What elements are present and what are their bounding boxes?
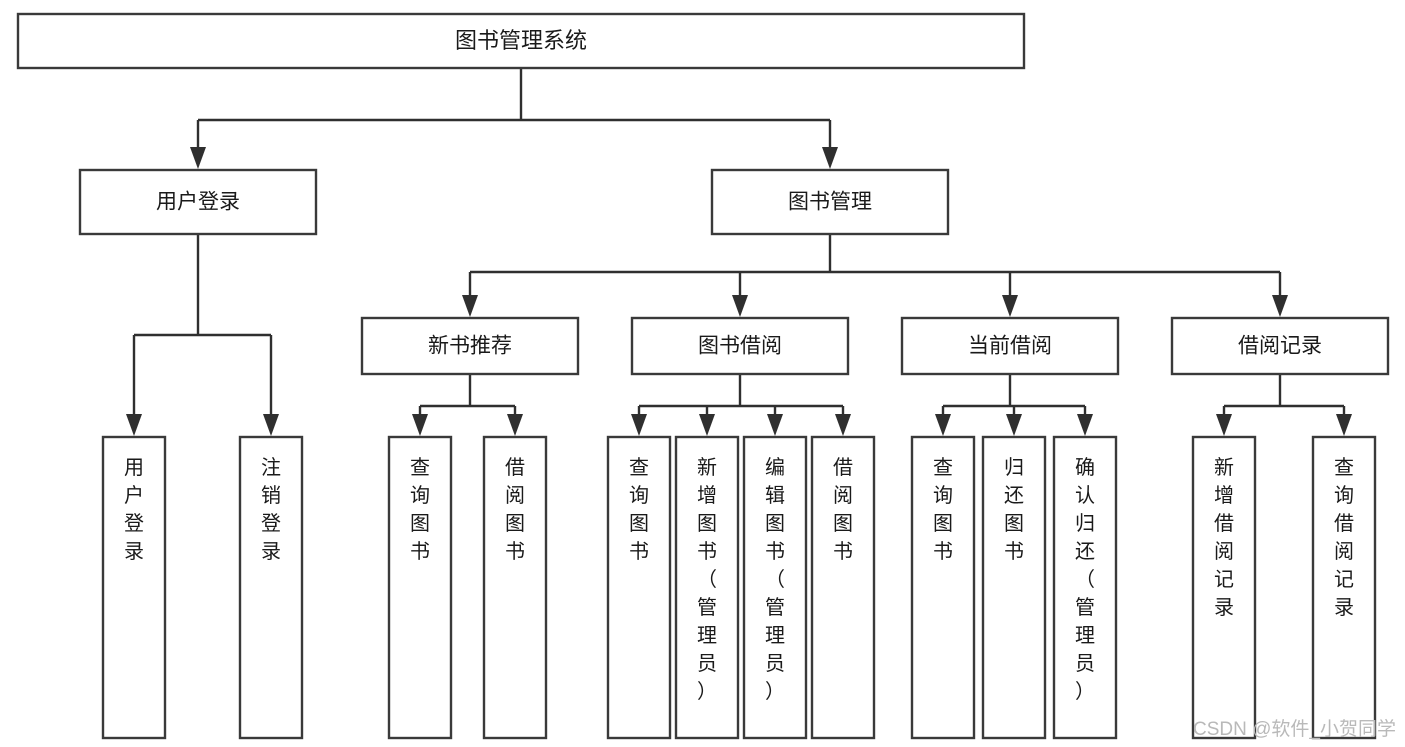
arrow-head-icon (462, 295, 478, 317)
node-label-leaf-add-record: 新增借阅记录 (1214, 456, 1234, 619)
node-borrow-record[interactable]: 借阅记录 (1170, 316, 1390, 376)
node-label-leaf-edit-book: 编辑图书（管理员） (765, 456, 785, 703)
arrow-head-icon (263, 414, 279, 436)
node-book-borrow[interactable]: 图书借阅 (630, 316, 850, 376)
node-label-leaf-confirm-return: 确认归还（管理员） (1075, 456, 1095, 703)
arrow-head-icon (631, 414, 647, 436)
node-leaf-query-book-2[interactable]: 查询图书 (606, 435, 672, 740)
node-leaf-query-book-3[interactable]: 查询图书 (910, 435, 976, 740)
arrow-head-icon (1002, 295, 1018, 317)
node-box-current-borrow[interactable] (900, 316, 1120, 376)
node-user-login[interactable]: 用户登录 (78, 168, 318, 236)
node-leaf-borrow-book-1[interactable]: 借阅图书 (482, 435, 548, 740)
node-box-user-login[interactable] (78, 168, 318, 236)
node-current-borrow[interactable]: 当前借阅 (900, 316, 1120, 376)
node-label-leaf-query-book-1: 查询图书 (410, 456, 430, 563)
node-box-leaf-return-book[interactable] (981, 435, 1047, 740)
arrow-head-icon (507, 414, 523, 436)
arrow-head-icon (1272, 295, 1288, 317)
arrow-head-icon (935, 414, 951, 436)
node-root[interactable]: 图书管理系统 (16, 12, 1026, 70)
arrow-head-icon (1216, 414, 1232, 436)
node-layer: 图书管理系统用户登录图书管理新书推荐图书借阅当前借阅借阅记录用户登录注销登录查询… (16, 12, 1390, 740)
node-box-leaf-query-book-1[interactable] (387, 435, 453, 740)
arrow-head-icon (1336, 414, 1352, 436)
node-box-borrow-record[interactable] (1170, 316, 1390, 376)
node-label-root: 图书管理系统 (455, 28, 587, 53)
node-leaf-borrow-book-2[interactable]: 借阅图书 (810, 435, 876, 740)
arrow-head-icon (835, 414, 851, 436)
node-leaf-query-record[interactable]: 查询借阅记录 (1311, 435, 1377, 740)
arrow-head-icon (190, 147, 206, 169)
node-label-leaf-return-book: 归还图书 (1004, 456, 1024, 563)
arrow-head-icon (412, 414, 428, 436)
node-box-book-manage[interactable] (710, 168, 950, 236)
arrow-head-icon (126, 414, 142, 436)
node-box-leaf-logout[interactable] (238, 435, 304, 740)
node-label-leaf-add-book: 新增图书（管理员） (697, 456, 717, 703)
node-label-new-book-rec: 新书推荐 (428, 335, 512, 358)
node-label-borrow-record: 借阅记录 (1238, 335, 1322, 358)
node-box-leaf-add-record[interactable] (1191, 435, 1257, 740)
node-box-leaf-borrow-book-1[interactable] (482, 435, 548, 740)
node-label-leaf-borrow-book-2: 借阅图书 (833, 456, 853, 563)
node-box-new-book-rec[interactable] (360, 316, 580, 376)
node-box-leaf-borrow-book-2[interactable] (810, 435, 876, 740)
node-label-leaf-query-record: 查询借阅记录 (1334, 456, 1354, 619)
csdn-watermark: CSDN @软件_小贺同学 (1193, 718, 1396, 740)
arrow-head-icon (1077, 414, 1093, 436)
node-label-leaf-query-book-2: 查询图书 (629, 456, 649, 563)
node-leaf-edit-book[interactable]: 编辑图书（管理员） (742, 435, 808, 740)
node-leaf-add-record[interactable]: 新增借阅记录 (1191, 435, 1257, 740)
node-label-user-login: 用户登录 (156, 191, 240, 214)
node-box-leaf-user-login[interactable] (101, 435, 167, 740)
node-label-current-borrow: 当前借阅 (968, 335, 1052, 358)
node-label-book-borrow: 图书借阅 (698, 335, 782, 358)
node-leaf-add-book[interactable]: 新增图书（管理员） (674, 435, 740, 740)
node-label-leaf-borrow-book-1: 借阅图书 (505, 456, 525, 563)
node-new-book-rec[interactable]: 新书推荐 (360, 316, 580, 376)
node-box-leaf-confirm-return[interactable] (1052, 435, 1118, 740)
node-leaf-logout[interactable]: 注销登录 (238, 435, 304, 740)
node-label-leaf-user-login: 用户登录 (124, 457, 144, 563)
arrow-head-icon (732, 295, 748, 317)
node-box-leaf-query-record[interactable] (1311, 435, 1377, 740)
node-leaf-query-book-1[interactable]: 查询图书 (387, 435, 453, 740)
arrow-head-icon (767, 414, 783, 436)
node-label-leaf-logout: 注销登录 (261, 456, 281, 563)
node-box-leaf-add-book[interactable] (674, 435, 740, 740)
node-box-leaf-query-book-3[interactable] (910, 435, 976, 740)
node-leaf-return-book[interactable]: 归还图书 (981, 435, 1047, 740)
node-book-manage[interactable]: 图书管理 (710, 168, 950, 236)
node-box-root[interactable] (16, 12, 1026, 70)
edge-layer (126, 68, 1352, 436)
node-box-book-borrow[interactable] (630, 316, 850, 376)
arrow-head-icon (699, 414, 715, 436)
node-leaf-confirm-return[interactable]: 确认归还（管理员） (1052, 435, 1118, 740)
arrow-head-icon (1006, 414, 1022, 436)
node-leaf-user-login[interactable]: 用户登录 (101, 435, 167, 740)
node-label-book-manage: 图书管理 (788, 191, 872, 214)
node-box-leaf-query-book-2[interactable] (606, 435, 672, 740)
arrow-head-icon (822, 147, 838, 169)
node-box-leaf-edit-book[interactable] (742, 435, 808, 740)
node-label-leaf-query-book-3: 查询图书 (933, 456, 953, 563)
